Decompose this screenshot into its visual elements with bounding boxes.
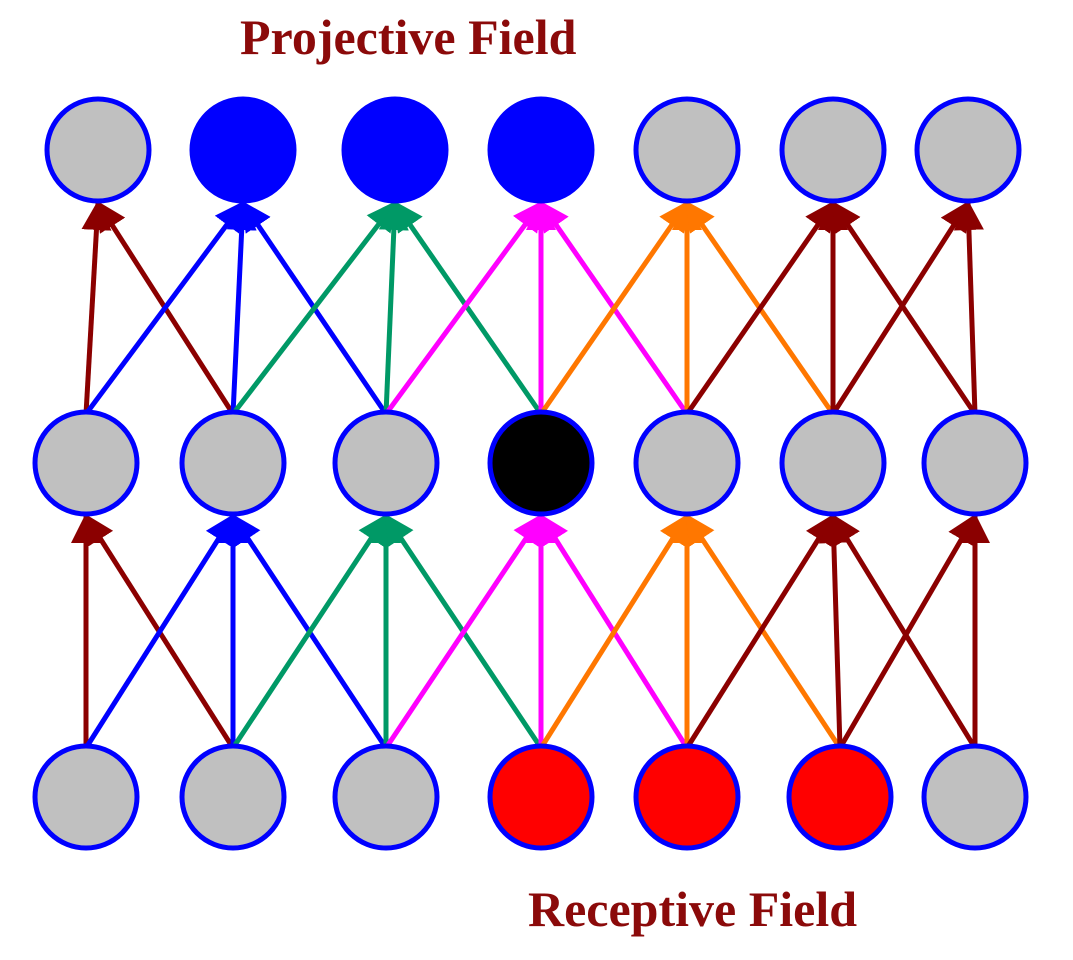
- node-top-3: [487, 96, 595, 204]
- node-top-2: [341, 96, 449, 204]
- edge-middle-1-to-top-2: [231, 200, 397, 416]
- node-middle-5: [779, 409, 887, 517]
- nodes-layer: [32, 96, 1029, 851]
- node-middle-0: [32, 409, 140, 517]
- node-middle-4: [633, 409, 741, 517]
- edge-middle-4-to-top-5: [684, 200, 836, 416]
- node-bottom-3: [487, 743, 595, 851]
- edge-middle-2-to-top-3: [383, 200, 544, 416]
- edge-bottom-5-to-middle-4: [684, 513, 843, 750]
- edge-middle-3-to-top-4: [538, 200, 690, 416]
- node-bottom-0: [32, 743, 140, 851]
- edge-middle-6-to-top-6: [953, 200, 984, 415]
- edge-bottom-6-to-middle-5: [830, 513, 978, 750]
- node-middle-2: [332, 409, 440, 517]
- node-top-5: [779, 96, 887, 204]
- node-middle-3: [487, 409, 595, 517]
- edge-bottom-0-to-middle-1: [83, 513, 236, 750]
- node-top-1: [189, 96, 297, 204]
- edge-middle-2-to-top-2: [378, 200, 409, 415]
- node-bottom-1: [179, 743, 287, 851]
- edge-middle-6-to-top-5: [830, 200, 978, 416]
- edge-bottom-4-to-middle-5: [684, 513, 836, 750]
- node-bottom-4: [633, 743, 741, 851]
- edge-bottom-5-to-middle-6: [837, 513, 978, 750]
- receptive-field-label: Receptive Field: [528, 881, 858, 937]
- edge-bottom-2-to-middle-3: [383, 513, 544, 750]
- edge-bottom-3-to-middle-4: [538, 513, 690, 750]
- edge-middle-0-to-top-0: [81, 200, 112, 415]
- edge-bottom-5-to-middle-5: [818, 513, 849, 749]
- node-middle-6: [921, 409, 1029, 517]
- node-middle-1: [179, 409, 287, 517]
- edge-bottom-1-to-middle-2: [230, 513, 389, 750]
- node-bottom-5: [786, 743, 894, 851]
- node-bottom-2: [332, 743, 440, 851]
- edge-middle-0-to-top-1: [83, 200, 246, 416]
- edge-middle-3-to-top-2: [392, 200, 544, 416]
- node-top-6: [914, 96, 1022, 204]
- edge-middle-5-to-top-6: [830, 200, 971, 416]
- node-bottom-6: [921, 743, 1029, 851]
- node-top-0: [44, 96, 152, 204]
- edge-middle-1-to-top-1: [226, 200, 257, 415]
- node-top-4: [633, 96, 741, 204]
- edges-layer: [71, 200, 990, 750]
- projective-field-label: Projective Field: [240, 9, 577, 65]
